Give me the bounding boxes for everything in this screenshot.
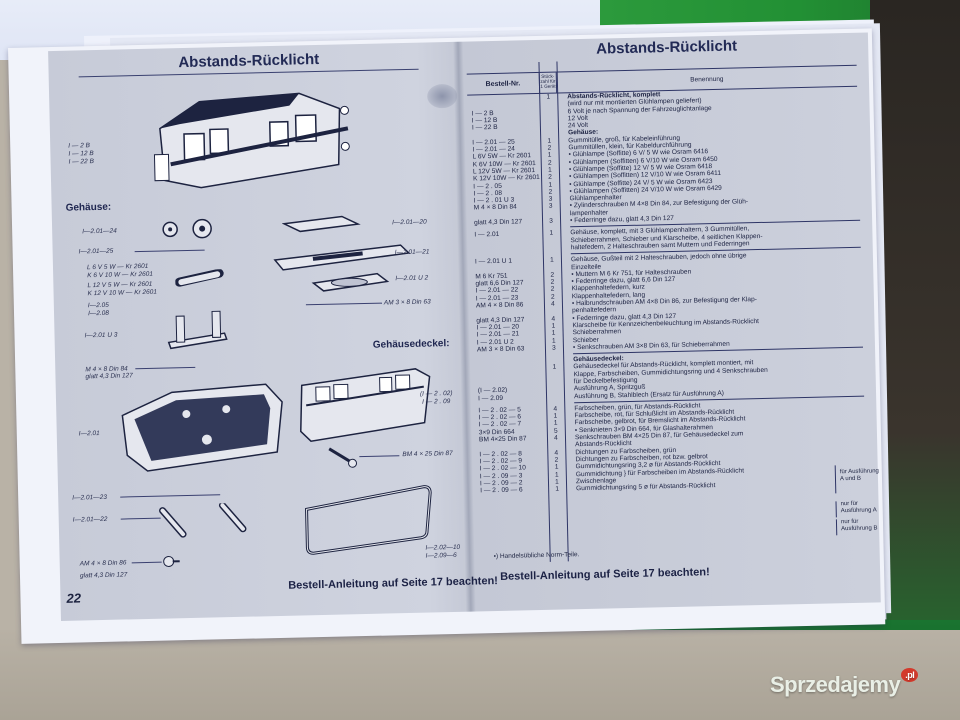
- leader-line: [120, 517, 161, 520]
- footnote: •) Handelsübliche Norm-Teile.: [493, 551, 580, 561]
- part-label: I—2.09—6: [425, 551, 457, 560]
- cardboard-surface: [0, 630, 960, 720]
- part-label: K 6 V 10 W — Kr 2601: [87, 270, 154, 280]
- page-number: 22: [66, 590, 82, 606]
- parts-table: Bestell-Nr. Stück-zahl für 1 Gerät Benen…: [466, 64, 866, 495]
- part-label: I — 2 B: [68, 142, 91, 150]
- cell-quantity: 1: [555, 485, 560, 493]
- cell-quantity: [543, 244, 561, 252]
- section-cover: Gehäusedeckel:: [372, 338, 450, 351]
- brace: [830, 519, 838, 536]
- order-instruction-note: Bestell-Anleitung auf Seite 17 beachten!: [499, 566, 710, 583]
- leader-line: [305, 302, 382, 306]
- part-label: K 12 V 10 W — Kr 2601: [87, 288, 158, 298]
- cell-quantity: 3: [549, 217, 553, 225]
- site-watermark: Sprzedajemy.pl: [770, 668, 919, 698]
- cell-part-number: [471, 245, 543, 254]
- part-label: I — 2 . 09: [422, 398, 451, 406]
- section-housing: Gehäuse:: [65, 201, 112, 214]
- left-page: Abstands-Rücklicht I — 2 B I — 12 B I — …: [48, 42, 498, 621]
- festoon-bulb-icon: [175, 269, 224, 287]
- part-label: BM 4 × 25 Din 87: [402, 450, 453, 459]
- part-label: AM 4 × 8 Din 86: [79, 559, 127, 568]
- page-title: Abstands-Rücklicht: [178, 50, 320, 72]
- part-label: I—2.01—23: [72, 493, 107, 502]
- slider-icon: [311, 272, 390, 292]
- leader-line: [131, 561, 162, 564]
- brace: [830, 501, 837, 518]
- part-label: I — 22 B: [68, 158, 94, 166]
- part-label: I—2.01: [78, 430, 100, 438]
- leader-line: [359, 455, 400, 458]
- header-part-number: Bestell-Nr.: [485, 79, 521, 88]
- part-label: glatt 4,3 Din 127: [85, 372, 133, 381]
- leader-line: [134, 249, 205, 253]
- catalog-spread: Abstands-Rücklicht I — 2 B I — 12 B I — …: [48, 32, 881, 621]
- cell-part-number: AM 3 × 8 Din 63: [476, 345, 525, 354]
- watermark-brand: Sprzedajemy: [770, 672, 901, 697]
- part-label: I—2.01—25: [78, 247, 114, 256]
- slider-frame-icon: [273, 244, 411, 271]
- cell-part-number: I — 2 . 09 — 6: [480, 486, 523, 495]
- part-label: I—2.08: [87, 309, 110, 318]
- part-label: I—2.01—20: [391, 218, 427, 227]
- right-page: Abstands-Rücklicht Bestell-Nr. Stück-zah…: [458, 32, 881, 611]
- note-only-a: nur für Ausführung A: [840, 500, 877, 515]
- cell-part-number: I — 2.09: [477, 394, 504, 403]
- watermark-tld-badge: .pl: [901, 668, 919, 682]
- clip-spring-icon: [159, 502, 247, 538]
- part-label: I—2.02—10: [425, 543, 461, 552]
- cell-quantity: 3: [552, 344, 556, 352]
- header-quantity: Stück-zahl für 1 Gerät: [538, 72, 558, 93]
- cell-part-number: glatt 4,3 Din 127: [474, 218, 523, 227]
- part-label: I—2.01 U 2: [395, 274, 429, 283]
- header-name: Benennung: [690, 75, 724, 84]
- brace: [829, 465, 837, 494]
- part-label: I—2.05: [87, 301, 109, 310]
- printed-sheet: Abstands-Rücklicht I — 2 B I — 12 B I — …: [8, 28, 886, 644]
- part-label: glatt 4,3 Din 127: [79, 571, 128, 580]
- open-housing-illustration: [121, 383, 283, 472]
- countersunk-screw-icon: [328, 447, 358, 468]
- part-label: I—2.01—21: [394, 248, 430, 257]
- title-rule: [78, 68, 419, 78]
- note-only-b: nur für Ausführung B: [840, 518, 878, 533]
- bulb-holder-bracket-icon: [167, 310, 228, 350]
- tail-light-illustration: [153, 92, 350, 189]
- part-label: (I — 2 . 02): [419, 390, 453, 398]
- part-label: I—2.01—22: [72, 515, 108, 524]
- gasket-ring-illustration: [305, 485, 432, 555]
- part-label: I—2.01 U 3: [84, 331, 118, 340]
- housing-cover-illustration: [300, 368, 431, 443]
- round-head-screw-icon: [163, 555, 180, 567]
- note-for-ab: für Ausführung A und B: [839, 468, 879, 483]
- leader-line: [120, 494, 221, 498]
- leader-line: [135, 366, 196, 370]
- lens-plate-icon: [281, 215, 361, 233]
- order-instruction-note: Bestell-Anleitung auf Seite 17 beachten!: [288, 575, 499, 592]
- part-label: I — 12 B: [68, 150, 94, 158]
- page-title: Abstands-Rücklicht: [595, 37, 738, 58]
- part-label: AM 3 × 8 Din 63: [383, 298, 431, 307]
- grommet-icon: [162, 218, 212, 239]
- cell-quantity: [546, 393, 564, 401]
- part-label: I—2.01—24: [82, 227, 117, 236]
